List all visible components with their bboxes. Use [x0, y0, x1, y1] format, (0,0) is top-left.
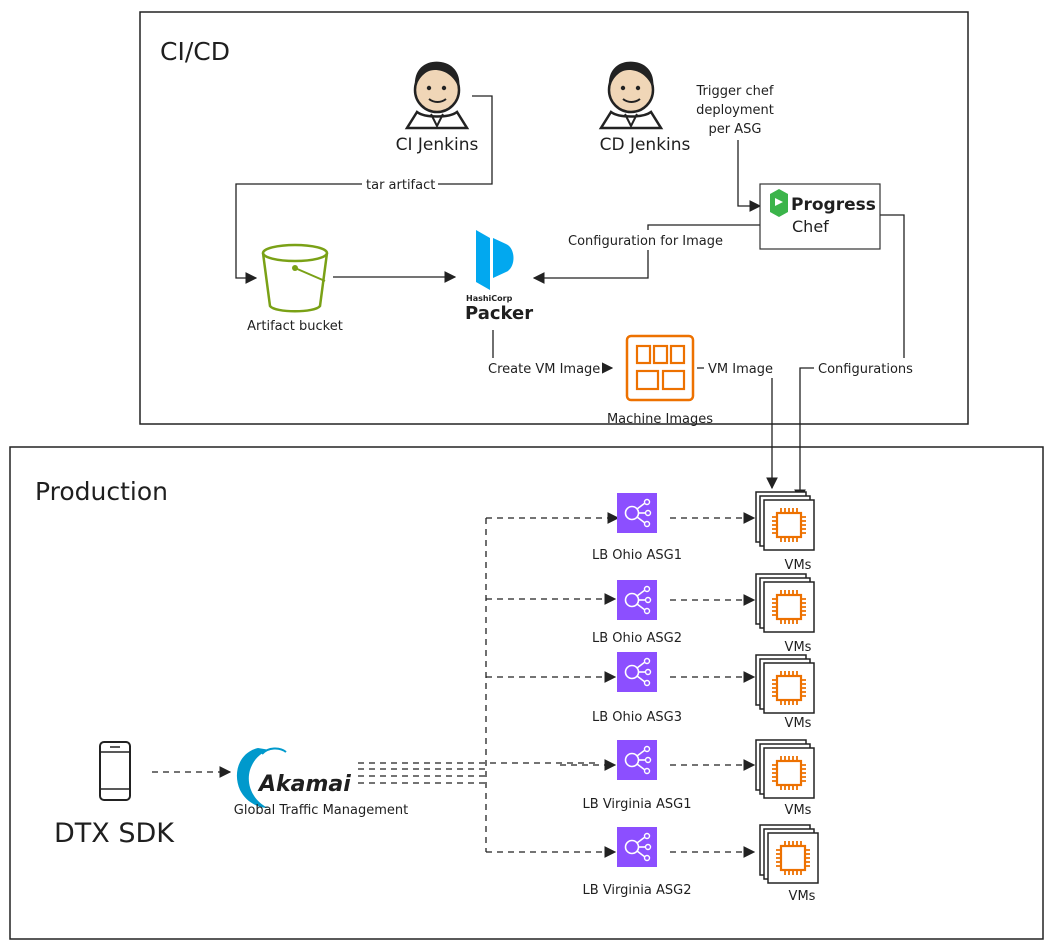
load-balancer-icon	[616, 651, 658, 693]
jenkins-icon	[599, 60, 663, 130]
vms-label: VMs	[785, 803, 812, 818]
artifact-bucket-label: Artifact bucket	[247, 319, 343, 334]
machine-images-icon	[625, 334, 695, 402]
progress-chef-logo	[770, 189, 788, 217]
akamai-logo	[236, 747, 287, 808]
edge-label-configurations: Configurations	[818, 362, 913, 377]
ci-jenkins-node: CI Jenkins	[396, 60, 479, 155]
cicd-frame	[139, 11, 969, 425]
vm-stack-icon	[760, 825, 818, 883]
cicd-title: CI/CD	[160, 37, 230, 66]
load-balancer-icon	[616, 826, 658, 868]
cd-jenkins-label: CD Jenkins	[600, 135, 691, 155]
vms-label: VMs	[785, 640, 812, 655]
packer-node: HashiCorp Packer	[465, 230, 533, 324]
machine-images-label: Machine Images	[607, 412, 713, 427]
chef-node: Progress Chef	[759, 183, 881, 250]
machine-images-node: Machine Images	[607, 334, 713, 427]
packer-logo	[476, 230, 514, 290]
edge-label-config-for-image: Configuration for Image	[568, 234, 723, 249]
edge-label-trigger-chef: Trigger chef deployment per ASG	[690, 80, 780, 138]
chef-brand: Progress	[791, 195, 876, 215]
chef-product: Chef	[792, 217, 829, 236]
packer-product: Packer	[465, 303, 533, 324]
edge-label-create-vm-image: Create VM Image	[488, 362, 600, 377]
packer-vendor: HashiCorp	[466, 294, 513, 303]
edge-label-tar-artifact: tar artifact	[366, 178, 435, 193]
vm-stack-icon	[756, 492, 814, 550]
akamai-brand: Akamai	[257, 772, 351, 797]
s3-bucket-icon	[261, 243, 329, 313]
ci-jenkins-label: CI Jenkins	[396, 135, 479, 155]
vms-label: VMs	[789, 889, 816, 904]
vm-stack-icon	[756, 740, 814, 798]
akamai-node: Akamai Global Traffic Management	[234, 747, 408, 818]
edge-config-for-image	[532, 224, 760, 284]
jenkins-icon	[405, 60, 469, 130]
edge-trigger-chef	[737, 140, 762, 212]
lb-label: LB Ohio ASG1	[592, 548, 682, 563]
load-balancer-icon	[616, 579, 658, 621]
vms-label: VMs	[785, 558, 812, 573]
production-frame	[9, 446, 1044, 940]
lb-row-4: LB Virginia ASG1 VMs	[583, 739, 814, 818]
lb-label: LB Virginia ASG2	[583, 883, 692, 898]
svg-text:Trigger chef: Trigger chef	[696, 84, 774, 99]
vms-label: VMs	[785, 716, 812, 731]
vm-stack-icon	[756, 574, 814, 632]
akamai-label: Global Traffic Management	[234, 803, 408, 818]
sdk-node: DTX SDK	[54, 741, 175, 849]
svg-text:deployment: deployment	[696, 103, 774, 118]
edge-vm-image	[697, 367, 778, 490]
lb-row-3: LB Ohio ASG3 VMs	[592, 651, 814, 731]
production-title: Production	[35, 477, 168, 506]
gtm-fanout	[358, 512, 620, 858]
lb-label: LB Ohio ASG3	[592, 710, 682, 725]
lb-row-1: LB Ohio ASG1 VMs	[592, 492, 814, 573]
sdk-label: DTX SDK	[54, 818, 175, 849]
edge-configurations	[794, 214, 905, 502]
mobile-phone-icon	[99, 741, 131, 801]
lb-row-5: LB Virginia ASG2 VMs	[583, 825, 818, 904]
lb-label: LB Ohio ASG2	[592, 631, 682, 646]
lb-label: LB Virginia ASG1	[583, 797, 692, 812]
vm-stack-icon	[756, 655, 814, 713]
load-balancer-icon	[616, 492, 658, 534]
edge-label-vm-image: VM Image	[708, 362, 773, 377]
load-balancer-icon	[616, 739, 658, 781]
svg-text:per ASG: per ASG	[709, 122, 762, 137]
lb-row-2: LB Ohio ASG2 VMs	[592, 574, 814, 655]
cd-jenkins-node: CD Jenkins	[599, 60, 691, 155]
artifact-bucket-node: Artifact bucket	[247, 243, 343, 334]
